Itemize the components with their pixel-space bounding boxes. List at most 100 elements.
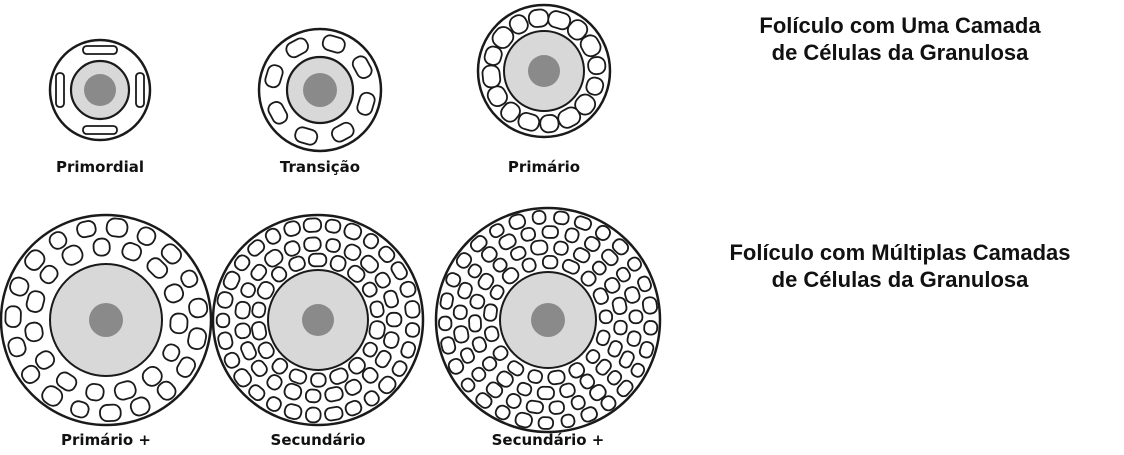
granulosa-cell xyxy=(627,256,642,272)
follicle-secundario-plus: Secundário + xyxy=(434,206,662,449)
granulosa-cell xyxy=(481,356,498,372)
granulosa-cell xyxy=(521,257,537,273)
granulosa-cell xyxy=(347,264,366,283)
granulosa-cell xyxy=(557,106,582,129)
granulosa-cell xyxy=(146,257,169,279)
granulosa-cell xyxy=(592,287,609,305)
granulosa-cell xyxy=(302,217,323,233)
granulosa-cell xyxy=(266,396,282,412)
granulosa-cell xyxy=(310,372,327,388)
granulosa-cell xyxy=(491,26,515,49)
granulosa-cell xyxy=(400,341,417,359)
granulosa-cell xyxy=(267,101,289,125)
granulosa-cell xyxy=(541,254,559,270)
granulosa-cell xyxy=(475,392,493,409)
oocyte-nucleus xyxy=(303,73,337,107)
follicle-primario-plus: Primário + xyxy=(0,213,213,449)
granulosa-cell xyxy=(559,382,576,399)
granulosa-cell xyxy=(361,281,378,298)
granulosa-cell xyxy=(600,395,617,412)
granulosa-cell xyxy=(257,341,275,360)
granulosa-cell xyxy=(585,349,601,364)
granulosa-cell xyxy=(564,227,580,244)
granulosa-cell xyxy=(561,258,580,275)
granulosa-cell xyxy=(283,382,303,401)
granulosa-cell xyxy=(573,215,593,231)
granulosa-cell xyxy=(638,341,655,359)
granulosa-cell xyxy=(548,400,565,415)
granulosa-cell xyxy=(121,242,142,262)
single-layer-heading-line1: Folículo com Uma Camada xyxy=(759,13,1041,38)
granulosa-cell xyxy=(264,248,284,268)
granulosa-cell xyxy=(368,320,386,340)
granulosa-cell xyxy=(329,254,347,272)
granulosa-cell xyxy=(527,8,550,28)
granulosa-cell xyxy=(48,231,68,250)
granulosa-cell xyxy=(579,373,596,390)
granulosa-cell xyxy=(604,277,621,294)
granulosa-cell xyxy=(240,341,257,361)
granulosa-cell xyxy=(525,399,544,415)
granulosa-cell xyxy=(591,260,607,276)
granulosa-cell xyxy=(70,400,90,419)
granulosa-cell xyxy=(7,336,27,358)
granulosa-cell xyxy=(440,336,457,355)
multi-layer-heading: Folículo com Múltiplas Camadas de Célula… xyxy=(690,239,1110,293)
granulosa-cell xyxy=(607,340,623,358)
granulosa-cell xyxy=(41,385,64,407)
granulosa-cell xyxy=(222,270,241,291)
granulosa-cell xyxy=(363,390,380,407)
granulosa-cell xyxy=(324,406,344,422)
granulosa-cell xyxy=(369,300,385,318)
granulosa-cell xyxy=(156,380,177,401)
granulosa-cell xyxy=(288,368,308,385)
granulosa-cell xyxy=(601,248,619,267)
follicle-label-primario: Primário xyxy=(508,158,580,176)
granulosa-cell xyxy=(362,232,380,250)
granulosa-cell xyxy=(501,267,520,285)
granulosa-cell xyxy=(547,10,572,31)
granulosa-cell xyxy=(321,34,346,54)
granulosa-cell xyxy=(579,34,602,58)
granulosa-cell xyxy=(553,240,569,256)
granulosa-cell xyxy=(447,358,465,375)
granulosa-cell xyxy=(233,368,253,388)
granulosa-cell xyxy=(439,292,454,310)
granulosa-cell xyxy=(390,261,408,281)
granulosa-cell xyxy=(283,220,301,237)
granulosa-cell xyxy=(594,224,611,241)
oocyte-nucleus xyxy=(302,304,334,336)
granulosa-cell xyxy=(469,293,486,310)
granulosa-cell xyxy=(481,64,502,89)
granulosa-cell xyxy=(250,359,268,378)
granulosa-cell xyxy=(568,362,586,379)
granulosa-cell xyxy=(216,291,234,309)
granulosa-cell xyxy=(283,403,303,421)
granulosa-cell xyxy=(583,235,601,252)
granulosa-cell xyxy=(294,126,319,146)
granulosa-cell xyxy=(374,271,391,289)
granulosa-cell xyxy=(438,315,453,332)
granulosa-cell xyxy=(141,365,163,387)
granulosa-cell xyxy=(500,101,521,123)
granulosa-cell xyxy=(344,378,363,396)
granulosa-cell xyxy=(539,114,560,134)
granulosa-cell xyxy=(76,220,97,239)
granulosa-cell xyxy=(580,406,598,423)
follicle-transicao: Transição xyxy=(257,27,383,176)
follicle-label-secundario-plus: Secundário + xyxy=(492,431,605,449)
granulosa-cell xyxy=(468,314,482,333)
granulosa-cell xyxy=(356,91,376,116)
granulosa-cell xyxy=(530,239,549,256)
multi-layer-heading-line2: de Células da Granulosa xyxy=(771,267,1029,292)
granulosa-cell xyxy=(105,217,129,238)
granulosa-cell xyxy=(234,322,252,340)
granulosa-cell xyxy=(256,281,275,300)
single-layer-heading-line2: de Células da Granulosa xyxy=(771,40,1029,65)
granulosa-cell xyxy=(508,14,529,35)
granulosa-cell xyxy=(572,247,591,264)
granulosa-cell xyxy=(467,263,483,279)
granulosa-cell xyxy=(489,284,505,301)
granulosa-cell xyxy=(329,367,349,385)
